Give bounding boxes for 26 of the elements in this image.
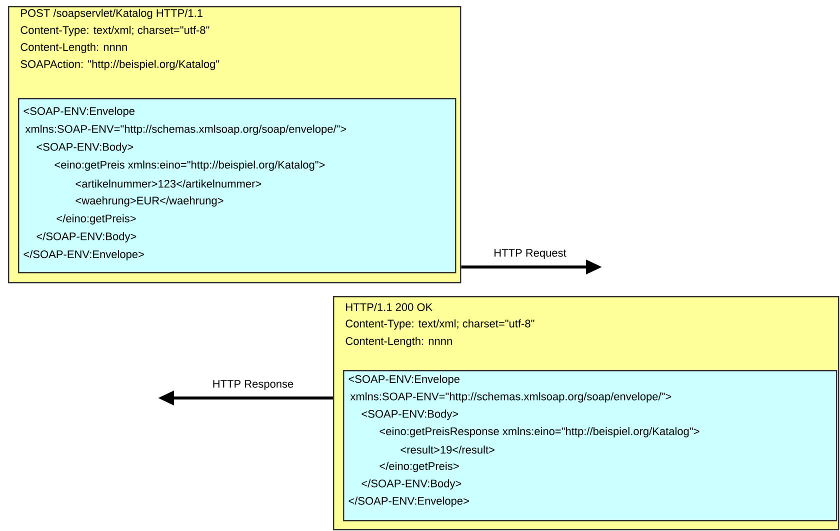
xml-line: <SOAP-ENV:Body>: [36, 142, 134, 153]
xml-line: <SOAP-ENV:Envelope: [24, 106, 134, 118]
xml-line: </eino:getPreis>: [380, 462, 459, 472]
xml-line: <waehrung>EUR</waehrung>: [76, 196, 224, 207]
xml-line: <SOAP-ENV:Envelope: [348, 374, 460, 386]
xml-line: <eino:getPreisResponse xmlns:eino="http://beispiel.org/Katalog">: [380, 427, 700, 438]
header-line: SOAPAction: "http://beispiel.org/Katalog": [20, 60, 220, 70]
header-line: Content-Length: nnnn: [346, 336, 452, 348]
xml-line: </SOAP-ENV:Envelope>: [24, 250, 144, 260]
header-line: Content-Type: text/xml; charset="utf-8": [20, 26, 210, 36]
xml-line: xmlns:SOAP-ENV="http://schemas.xmlsoap.org/soap/envelope/">: [350, 392, 672, 403]
xml-line: </SOAP-ENV:Envelope>: [348, 496, 469, 507]
xml-line: </SOAP-ENV:Body>: [36, 232, 136, 242]
xml-line: <artikelnummer>123</artikelnummer>: [76, 180, 262, 188]
header-line: Content-Type: text/xml; charset="utf-8": [346, 319, 534, 330]
xml-line: </eino:getPreis>: [56, 214, 136, 225]
xml-line: <eino:getPreis xmlns:eino="http://beispiel.org/Katalog">: [54, 160, 325, 171]
xml-line: </SOAP-ENV:Body>: [362, 479, 462, 490]
xml-line: <SOAP-ENV:Body>: [362, 410, 458, 420]
edge-label: HTTP Response: [211, 379, 295, 391]
xml-line: <result>19</result>: [400, 446, 494, 454]
header-line: POST /soapservlet/Katalog HTTP/1.1: [21, 8, 202, 20]
edge-label: HTTP Request: [492, 248, 568, 260]
header-line: Content-Length: nnnn: [20, 42, 127, 54]
xml-line: xmlns:SOAP-ENV="http://schemas.xmlsoap.org/soap/envelope/">: [25, 124, 346, 136]
header-line: HTTP/1.1 200 OK: [346, 302, 432, 312]
